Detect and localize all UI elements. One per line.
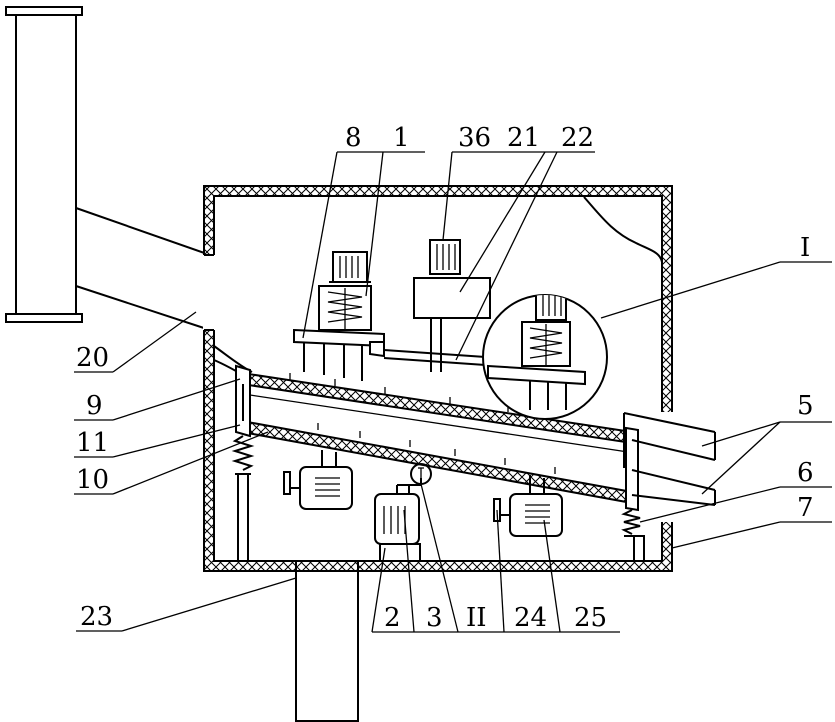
label-2: 2 <box>384 603 401 633</box>
label-10: 10 <box>76 465 109 495</box>
left-spring <box>235 436 251 561</box>
left-motor <box>284 450 352 509</box>
label-24: 24 <box>514 603 547 633</box>
label-5: 5 <box>797 391 814 421</box>
label-36: 36 <box>458 123 491 153</box>
label-11: 11 <box>76 428 109 458</box>
label-6: 6 <box>797 458 814 488</box>
label-9: 9 <box>86 391 103 421</box>
feed-pipe <box>6 7 210 330</box>
label-7: 7 <box>797 493 814 523</box>
right-spring <box>624 510 644 561</box>
label-20: 20 <box>76 343 109 373</box>
label-22: 22 <box>561 123 594 153</box>
label-25: 25 <box>574 603 607 633</box>
outlet-pipe <box>296 561 358 721</box>
label-3: 3 <box>426 603 443 633</box>
label-8: 8 <box>345 123 362 153</box>
label-23: 23 <box>80 602 113 632</box>
reference-numerals: 8 1 36 21 22 I 20 9 11 10 5 6 7 23 2 3 I… <box>76 123 814 633</box>
center-motor <box>375 464 431 561</box>
label-21: 21 <box>507 123 540 153</box>
label-1: 1 <box>393 123 410 153</box>
label-I: I <box>800 233 810 263</box>
detail-circle-I <box>483 290 607 419</box>
label-II: II <box>466 603 487 633</box>
